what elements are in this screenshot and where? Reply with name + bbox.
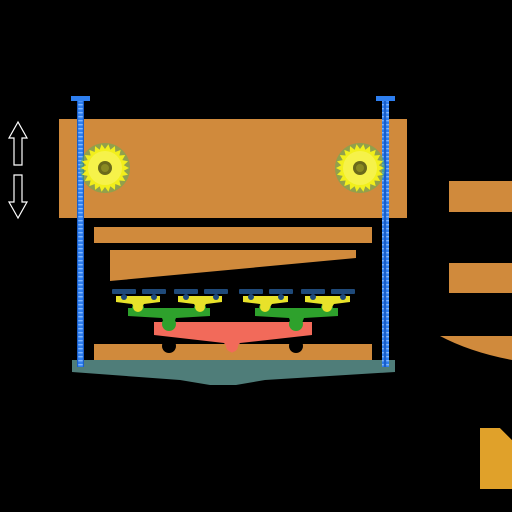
right-foot-wheel [289,339,303,353]
right-beam-fragment [449,181,512,212]
left-screw[interactable] [71,96,90,367]
vertical-move-control[interactable] [7,120,29,220]
wedge-plank [110,250,356,281]
red-lever-bar [154,322,312,353]
middle-plank [94,227,372,243]
right-curved-fragment [449,276,512,293]
arrow-down-icon[interactable] [7,174,29,220]
left-gear-icon[interactable] [80,143,130,193]
navy-caps [112,289,355,300]
offscreen-press-pieces [440,181,512,489]
right-screw[interactable] [376,96,395,367]
red-pivot [226,340,238,352]
arrow-up-icon[interactable] [7,120,29,166]
yellow-links [116,296,350,312]
linkage-mechanism [112,289,355,353]
right-gear-icon[interactable] [335,143,385,193]
gold-notch [500,428,512,440]
left-foot-wheel [162,339,176,353]
press-base [72,360,395,385]
right-lower-fragment [440,336,512,360]
gold-block [480,428,512,489]
